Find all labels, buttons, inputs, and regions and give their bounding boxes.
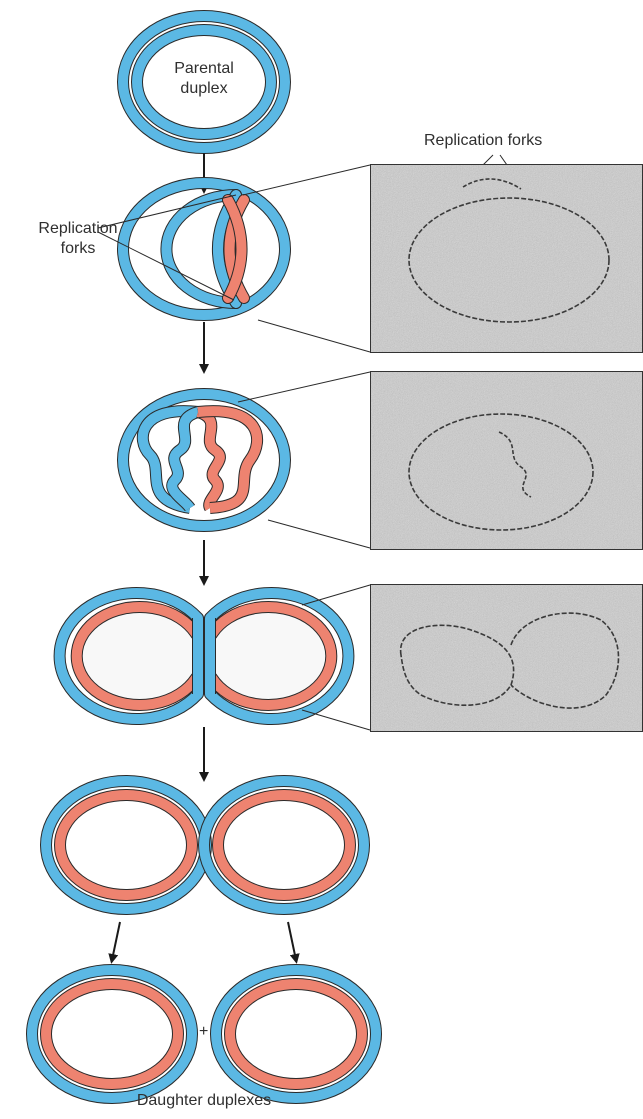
zoom-line-2-top <box>238 372 370 402</box>
stage-catenated <box>46 781 364 909</box>
micrograph-progress <box>370 371 643 550</box>
label-parental-duplex: Parental duplex <box>164 59 244 99</box>
zoom-line-2-bottom <box>268 520 370 548</box>
label-forks-left-line2: forks <box>18 239 138 259</box>
zoom-line-3-top <box>302 585 370 605</box>
stage-progress <box>123 394 285 526</box>
label-forks-left-line1: Replication <box>18 219 138 239</box>
stage-separating <box>60 593 349 719</box>
zoom-line-1-top <box>243 165 370 195</box>
zoom-line-1-bottom <box>258 320 370 352</box>
label-replication-forks-left: Replication forks <box>18 219 138 259</box>
label-parental-line1: Parental <box>164 59 244 79</box>
label-daughter-duplexes: Daughter duplexes <box>104 1091 304 1111</box>
zoom-line-3-bottom <box>302 710 370 730</box>
label-parental-line2: duplex <box>164 79 244 99</box>
arrow-5 <box>112 922 120 960</box>
micrograph-separating <box>370 584 643 732</box>
label-replication-forks-top: Replication forks <box>424 131 542 151</box>
plus-sign: + <box>199 1022 208 1042</box>
arrow-6 <box>288 922 296 960</box>
micrograph-forks <box>370 164 643 353</box>
